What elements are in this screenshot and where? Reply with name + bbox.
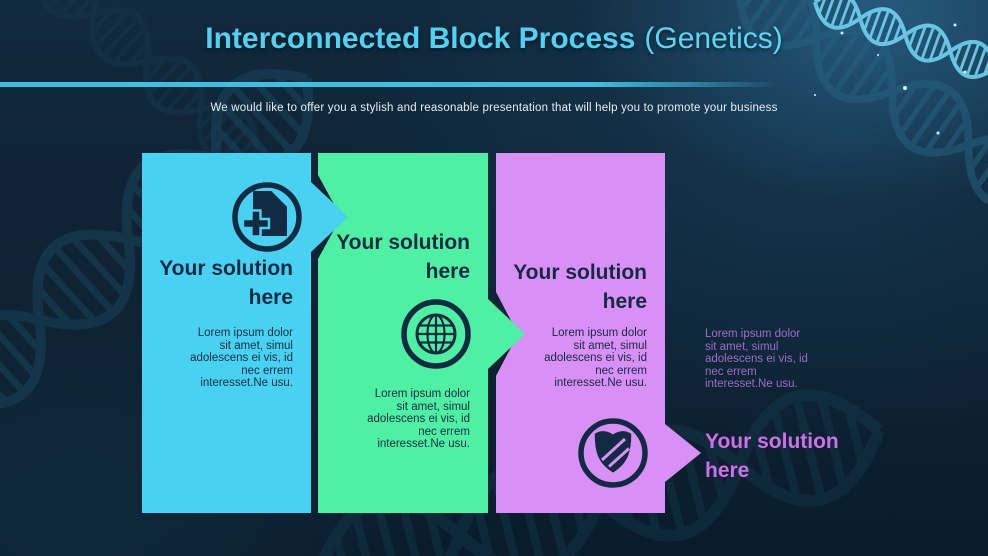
slide-title: Interconnected Block Process(Genetics) <box>0 22 988 56</box>
block2-heading: Your solution here <box>336 231 470 283</box>
block3-heading: Your solution here <box>513 261 647 313</box>
block-purple <box>496 153 701 513</box>
block2-body: Lorem ipsum dolor sit amet, simul adoles… <box>367 388 470 450</box>
star-dots-decoration <box>814 23 967 135</box>
block3-body: Lorem ipsum dolor sit amet, simul adoles… <box>544 327 647 389</box>
globe-icon <box>401 299 471 369</box>
block1-heading: Your solution here <box>159 257 293 309</box>
title-divider-line <box>0 82 988 87</box>
slide-subtitle: We would like to offer you a stylish and… <box>210 102 778 114</box>
shield-icon <box>578 418 648 488</box>
document-plus-icon <box>232 182 302 252</box>
block1-body: Lorem ipsum dolor sit amet, simul adoles… <box>190 327 293 389</box>
block-cyan <box>142 153 348 513</box>
outcome-body: Lorem ipsum dolor sit amet, simul adoles… <box>705 328 808 390</box>
outcome-heading: Your solution here <box>705 430 839 482</box>
slide-title-main: Interconnected Block Process <box>205 22 636 55</box>
slide-title-suffix: (Genetics) <box>644 22 783 55</box>
